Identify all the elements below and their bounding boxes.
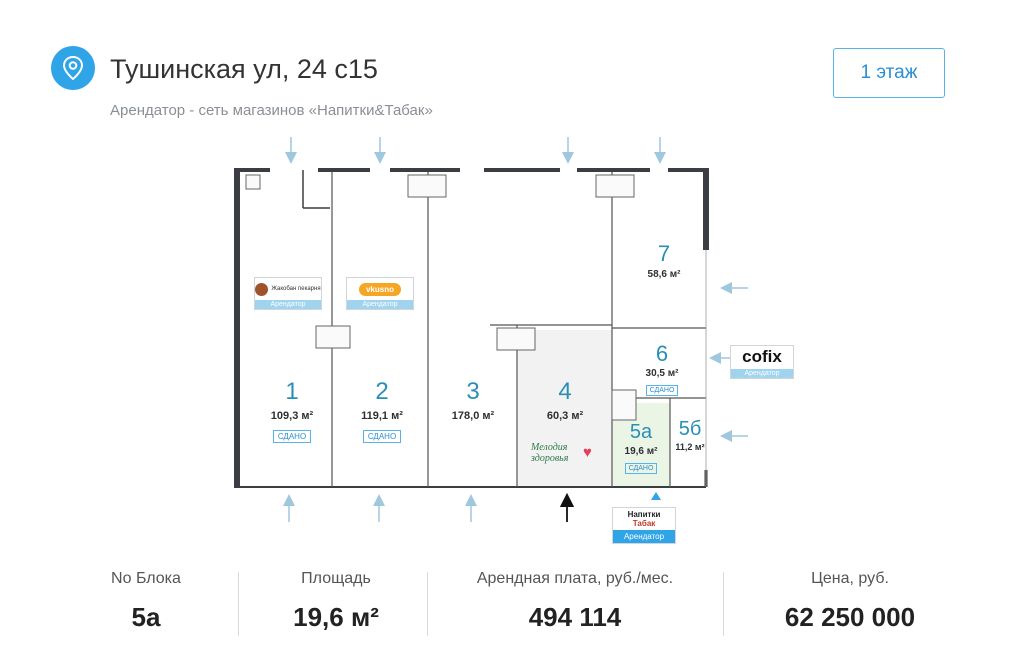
tenant-tag: Арендатор xyxy=(255,300,321,309)
partitions xyxy=(331,172,707,487)
stat-label: Площадь xyxy=(301,570,371,587)
unit-area: 119,1 м² xyxy=(361,410,403,422)
cofix-logo: cofix xyxy=(742,347,782,366)
divider xyxy=(238,572,239,636)
tenant-tag: Арендатор xyxy=(613,530,675,543)
location-pin-icon xyxy=(51,46,95,90)
tenant-tag: Арендатор xyxy=(731,369,793,378)
tenant-card-unit1: Жакобан пекарня Арендатор xyxy=(254,277,322,310)
unit-label-4[interactable]: 4 60,3 м² xyxy=(535,378,595,422)
unit-area: 11,2 м² xyxy=(675,442,705,452)
stat-value: 494 114 xyxy=(528,602,622,632)
napitki-pointer-icon xyxy=(651,492,661,500)
stat-label: Арендная плата, руб./мес. xyxy=(476,570,674,587)
unit-label-5b[interactable]: 5б 11,2 м² xyxy=(672,418,708,452)
zhakoban-logo: Жакобан пекарня xyxy=(255,278,321,300)
status-badge: СДАНО xyxy=(624,463,658,474)
entrance-arrows xyxy=(283,137,748,522)
tenant-card-unit2: vkusno Арендатор xyxy=(346,277,414,310)
floor-select-button[interactable]: 1 этаж xyxy=(833,48,945,98)
unit-label-6[interactable]: 6 30,5 м² СДАНО xyxy=(632,341,692,397)
unit-number: 3 xyxy=(466,378,480,405)
divider xyxy=(427,572,428,636)
stat-area: Площадь 19,6 м² xyxy=(266,570,406,633)
heart-icon: ♥ xyxy=(583,444,592,461)
stat-rent: Арендная плата, руб./мес. 494 114 xyxy=(450,570,700,633)
unit-number: 5а xyxy=(629,421,653,443)
vkusno-logo: vkusno xyxy=(347,278,413,300)
unit-label-5a[interactable]: 5а 19,6 м² СДАНО xyxy=(612,421,670,475)
unit-area: 178,0 м² xyxy=(451,410,495,422)
unit-number: 7 xyxy=(657,241,671,266)
status-badge: СДАНО xyxy=(645,385,679,396)
status-badge: СДАНО xyxy=(272,430,312,443)
unit-number: 1 xyxy=(285,378,299,405)
unit-label-1[interactable]: 1 109,3 м² СДАНО xyxy=(262,378,322,444)
stat-value: 19,6 м² xyxy=(293,602,379,632)
stat-price: Цена, руб. 62 250 000 xyxy=(745,570,955,633)
unit-number: 5б xyxy=(678,418,702,440)
unit-area: 30,5 м² xyxy=(645,368,679,379)
unit-number: 4 xyxy=(558,378,572,405)
building-walls xyxy=(234,168,709,488)
stat-label: No Блока xyxy=(111,570,181,587)
unit-area: 60,3 м² xyxy=(546,410,584,422)
stat-value: 62 250 000 xyxy=(784,602,916,632)
restroom-fixtures xyxy=(245,174,637,421)
divider xyxy=(723,572,724,636)
stat-block-number: No Блока 5а xyxy=(86,570,206,633)
unit-area: 58,6 м² xyxy=(647,269,681,280)
unit-area: 109,3 м² xyxy=(270,410,314,422)
stat-label: Цена, руб. xyxy=(811,570,889,587)
unit-label-3[interactable]: 3 178,0 м² xyxy=(443,378,503,422)
unit-area: 19,6 м² xyxy=(624,446,658,457)
tenant-tag: Арендатор xyxy=(347,300,413,309)
napitki-tabak-logo: Напитки Табак xyxy=(627,510,661,528)
page-title: Тушинская ул, 24 с15 xyxy=(110,54,378,84)
tenant-subtitle: Арендатор - сеть магазинов «Напитки&Таба… xyxy=(110,102,433,119)
stat-value: 5а xyxy=(131,602,161,632)
unit-stats: No Блока 5а Площадь 19,6 м² Арендная пла… xyxy=(0,560,1023,661)
unit-number: 6 xyxy=(655,341,669,366)
status-badge: СДАНО xyxy=(362,430,402,443)
floor-plan xyxy=(234,137,748,522)
cofix-card: cofix Арендатор xyxy=(730,345,794,379)
napitki-tabak-card: Напитки Табак Арендатор xyxy=(612,507,676,544)
unit-label-2[interactable]: 2 119,1 м² СДАНО xyxy=(352,378,412,444)
unit-4-area[interactable] xyxy=(517,330,612,486)
unit-number: 2 xyxy=(375,378,389,405)
unit-label-7[interactable]: 7 58,6 м² xyxy=(632,241,696,280)
melodiya-logo: Мелодия здоровья xyxy=(531,442,569,464)
